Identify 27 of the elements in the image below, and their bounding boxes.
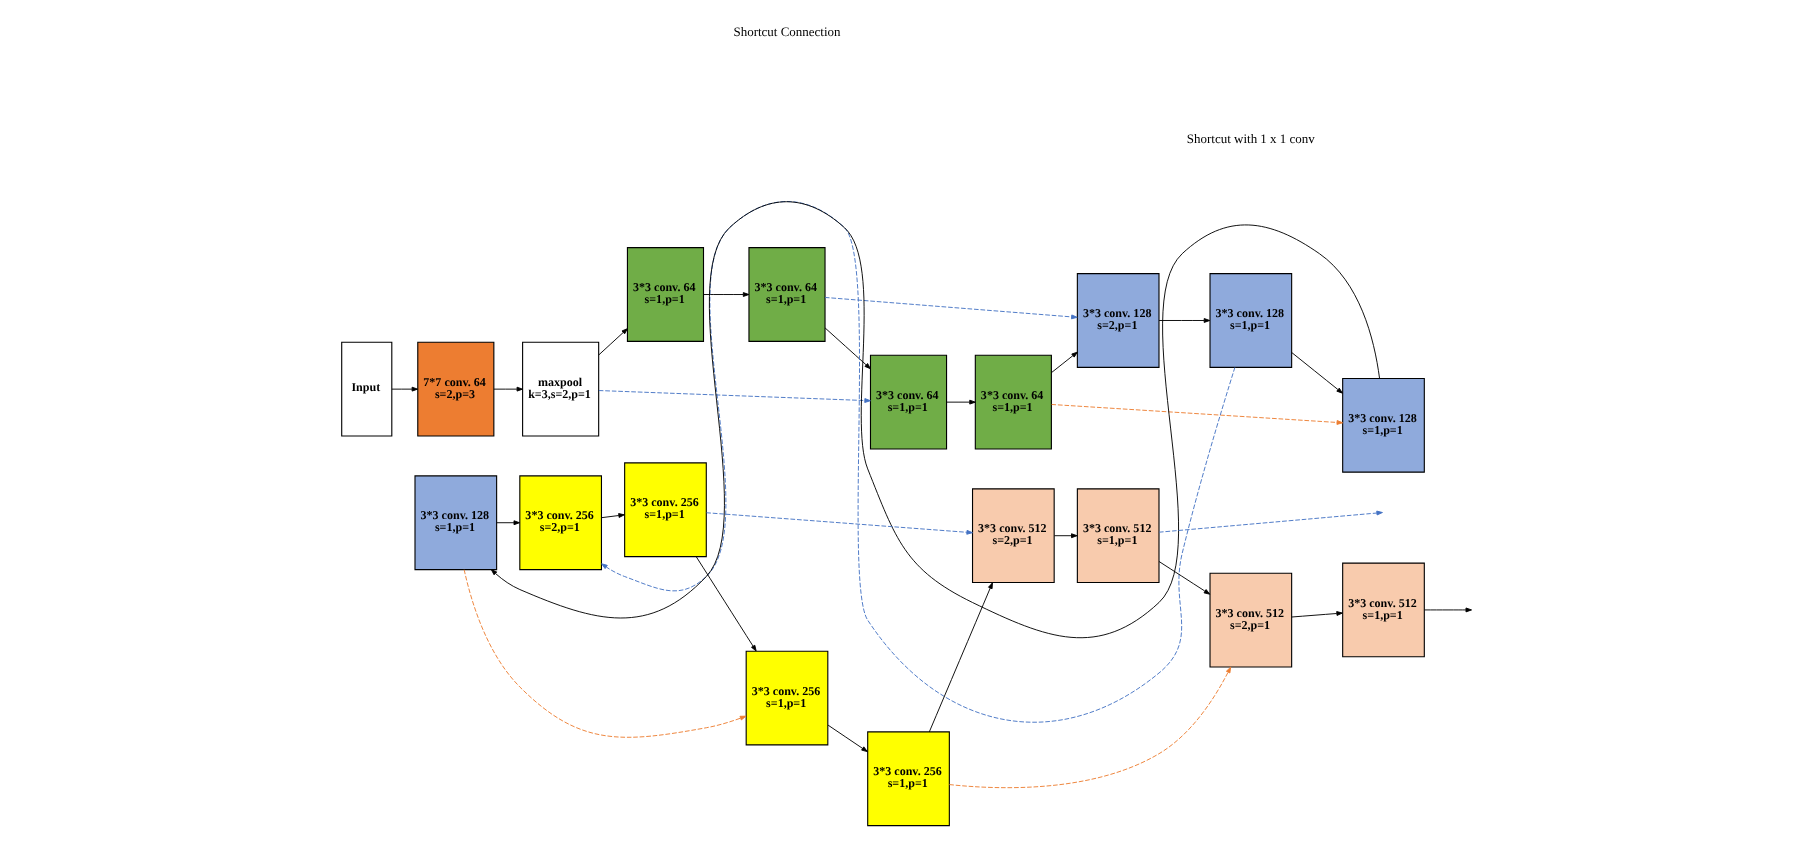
arrow bbox=[703, 292, 750, 297]
arrow bbox=[928, 582, 993, 733]
arrow bbox=[946, 399, 976, 405]
arrow bbox=[598, 328, 628, 356]
arrow bbox=[496, 520, 520, 526]
arrow bbox=[824, 297, 1078, 320]
arrow bbox=[1158, 510, 1383, 533]
arrow bbox=[1158, 561, 1211, 595]
arrow bbox=[598, 390, 871, 403]
arrow bbox=[391, 386, 419, 392]
arrow bbox=[1158, 318, 1211, 323]
arrow bbox=[1291, 352, 1343, 394]
arrow bbox=[824, 327, 871, 370]
arrow bbox=[463, 569, 747, 738]
arrow bbox=[827, 724, 868, 753]
arrow bbox=[493, 386, 524, 392]
arrow bbox=[1051, 404, 1344, 425]
arrow bbox=[1424, 607, 1472, 613]
arrow bbox=[1051, 351, 1078, 374]
arrow bbox=[601, 201, 1236, 723]
arrow bbox=[601, 513, 625, 519]
arrow bbox=[490, 201, 1380, 639]
arrow bbox=[695, 556, 757, 652]
arrow bbox=[948, 666, 1232, 789]
arrow bbox=[705, 512, 973, 535]
arrow bbox=[1291, 611, 1343, 618]
arrow bbox=[1053, 533, 1078, 539]
